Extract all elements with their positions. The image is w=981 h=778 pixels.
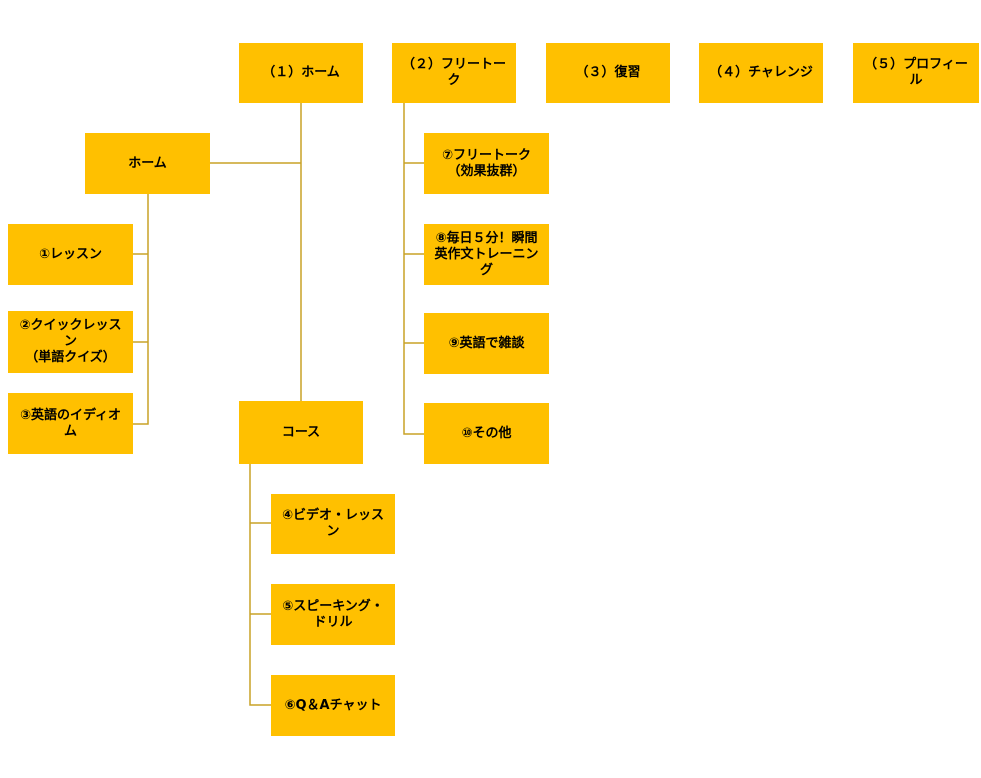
home-node[interactable]: ホーム: [85, 133, 210, 194]
home-item-lesson[interactable]: ①レッスン: [8, 224, 133, 285]
freetalk-item-other[interactable]: ⑩その他: [424, 403, 549, 464]
freetalk-item-free-talk[interactable]: ⑦フリートーク（効果抜群）: [424, 133, 549, 194]
connector-freetalk-trunk: [403, 103, 424, 435]
connector-course-trunk: [249, 464, 271, 706]
home-item-quick-lesson[interactable]: ②クイックレッスン （単語クイズ）: [8, 311, 133, 373]
freetalk-item-small-talk[interactable]: ⑨英語で雑談: [424, 313, 549, 374]
course-item-speaking-drill[interactable]: ⑤スピーキング・ドリル: [271, 584, 395, 645]
tab-challenge[interactable]: （４）チャレンジ: [699, 43, 823, 103]
freetalk-item-instant-composition[interactable]: ⑧毎日５分！瞬間英作文トレーニング: [424, 224, 549, 285]
tab-profile[interactable]: （５）プロフィール: [853, 43, 979, 103]
home-item-idiom[interactable]: ③英語のイディオム: [8, 393, 133, 454]
course-node[interactable]: コース: [239, 401, 363, 464]
tab-free-talk[interactable]: （２）フリートーク: [392, 43, 516, 103]
course-item-video-lesson[interactable]: ④ビデオ・レッスン: [271, 494, 395, 554]
tab-home[interactable]: （１）ホーム: [239, 43, 363, 103]
course-item-qa-chat[interactable]: ⑥Q＆Aチャット: [271, 675, 395, 736]
connector-home-trunk: [133, 194, 149, 425]
tab-review[interactable]: （３）復習: [546, 43, 670, 103]
